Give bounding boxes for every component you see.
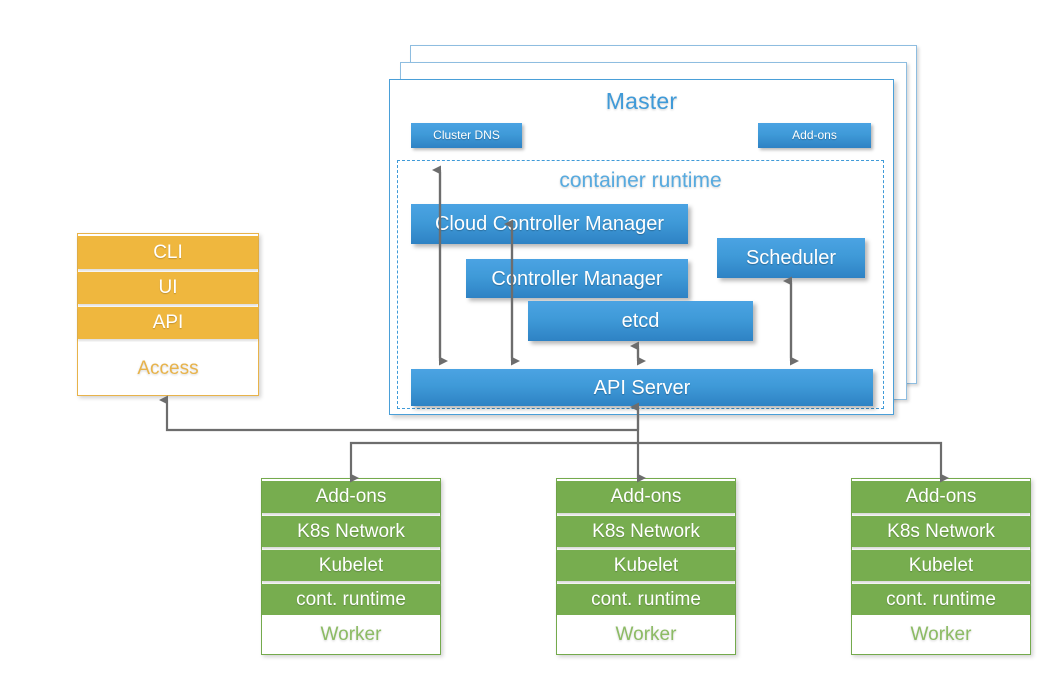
master-panel[interactable]: Master Cluster DNS Add-ons container run…: [389, 79, 894, 415]
etcd-box[interactable]: etcd: [528, 301, 753, 341]
worker-2-layer-cont-runtime[interactable]: cont. runtime: [557, 584, 735, 615]
worker-node-3[interactable]: Add-ons K8s Network Kubelet cont. runtim…: [851, 478, 1031, 655]
master-add-ons-box[interactable]: Add-ons: [758, 123, 871, 148]
worker-3-layer-kubelet[interactable]: Kubelet: [852, 550, 1030, 581]
worker-2-layer-add-ons[interactable]: Add-ons: [557, 481, 735, 513]
worker-3-footer-label: Worker: [852, 615, 1030, 654]
container-runtime-region: container runtime: [397, 160, 884, 409]
master-title: Master: [605, 88, 678, 114]
worker-2-layer-kubelet[interactable]: Kubelet: [557, 550, 735, 581]
access-layer-cli[interactable]: CLI: [78, 236, 258, 269]
worker-1-layer-cont-runtime[interactable]: cont. runtime: [262, 584, 440, 615]
worker-node-2[interactable]: Add-ons K8s Network Kubelet cont. runtim…: [556, 478, 736, 655]
container-runtime-title: container runtime: [559, 169, 722, 192]
access-layer-ui[interactable]: UI: [78, 272, 258, 304]
worker-1-layer-add-ons[interactable]: Add-ons: [262, 481, 440, 513]
worker-3-layer-cont-runtime[interactable]: cont. runtime: [852, 584, 1030, 615]
worker-node-1[interactable]: Add-ons K8s Network Kubelet cont. runtim…: [261, 478, 441, 655]
access-layer-api[interactable]: API: [78, 307, 258, 339]
worker-3-layer-add-ons[interactable]: Add-ons: [852, 481, 1030, 513]
worker-3-layer-k8s-network[interactable]: K8s Network: [852, 516, 1030, 547]
worker-2-layer-k8s-network[interactable]: K8s Network: [557, 516, 735, 547]
worker-1-footer-label: Worker: [262, 615, 440, 654]
scheduler-box[interactable]: Scheduler: [717, 238, 865, 278]
connector-bus-to-worker-1: [349, 441, 638, 483]
worker-1-layer-kubelet[interactable]: Kubelet: [262, 550, 440, 581]
api-server-box[interactable]: API Server: [411, 369, 873, 406]
access-footer-label: Access: [78, 342, 258, 395]
worker-1-layer-k8s-network[interactable]: K8s Network: [262, 516, 440, 547]
access-panel[interactable]: CLI UI API Access: [77, 233, 259, 396]
worker-2-footer-label: Worker: [557, 615, 735, 654]
controller-manager-box[interactable]: Controller Manager: [466, 259, 688, 298]
cluster-dns-box[interactable]: Cluster DNS: [411, 123, 522, 148]
connector-bus-to-worker-3: [638, 441, 949, 483]
cloud-controller-manager-box[interactable]: Cloud Controller Manager: [411, 204, 688, 244]
